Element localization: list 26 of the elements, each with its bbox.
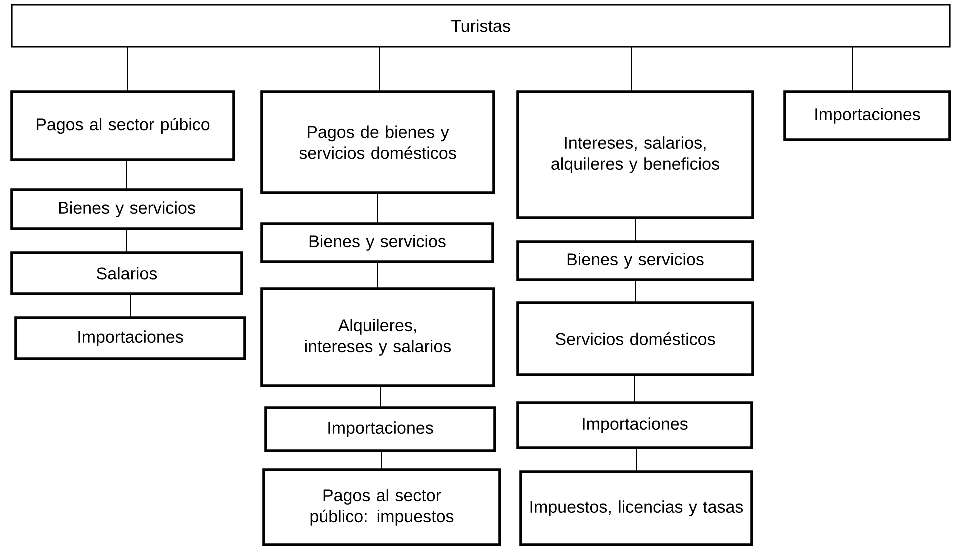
text-box: Servicios domésticos xyxy=(516,302,754,376)
text-box: Intereses, salarios, alquileres y beneficios xyxy=(516,90,754,220)
connector-line xyxy=(635,218,636,242)
text-box: Importaciones xyxy=(264,406,496,452)
connector-line xyxy=(635,280,636,304)
connector-line xyxy=(377,192,378,224)
text-box: Pagos de bienes y servicios domésticos xyxy=(260,90,496,194)
text-box: Importaciones xyxy=(784,90,952,142)
text-box: Alquileres, intereses y salarios xyxy=(260,288,496,388)
text-box: Pagos al sector púbico xyxy=(10,90,236,162)
connector-line xyxy=(126,228,128,254)
text-box: Bienes y servicios xyxy=(516,240,754,282)
connector-line xyxy=(634,374,636,404)
text-box: Salarios xyxy=(10,252,244,296)
text-box: Importaciones xyxy=(516,402,754,450)
connector-line xyxy=(636,448,637,472)
connector-line xyxy=(126,160,128,190)
text-box: Impuestos, licencias y tasas xyxy=(520,470,754,546)
text-box: Importaciones xyxy=(14,316,246,360)
text-box: Pagos al sector público: impuestos xyxy=(262,468,502,546)
connector-line xyxy=(852,46,854,92)
text-box: Turistas xyxy=(11,4,951,48)
connector-line xyxy=(130,294,131,318)
text-box: Bienes y servicios xyxy=(260,222,494,264)
connector-line xyxy=(380,386,381,408)
text-box: Bienes y servicios xyxy=(10,188,244,230)
